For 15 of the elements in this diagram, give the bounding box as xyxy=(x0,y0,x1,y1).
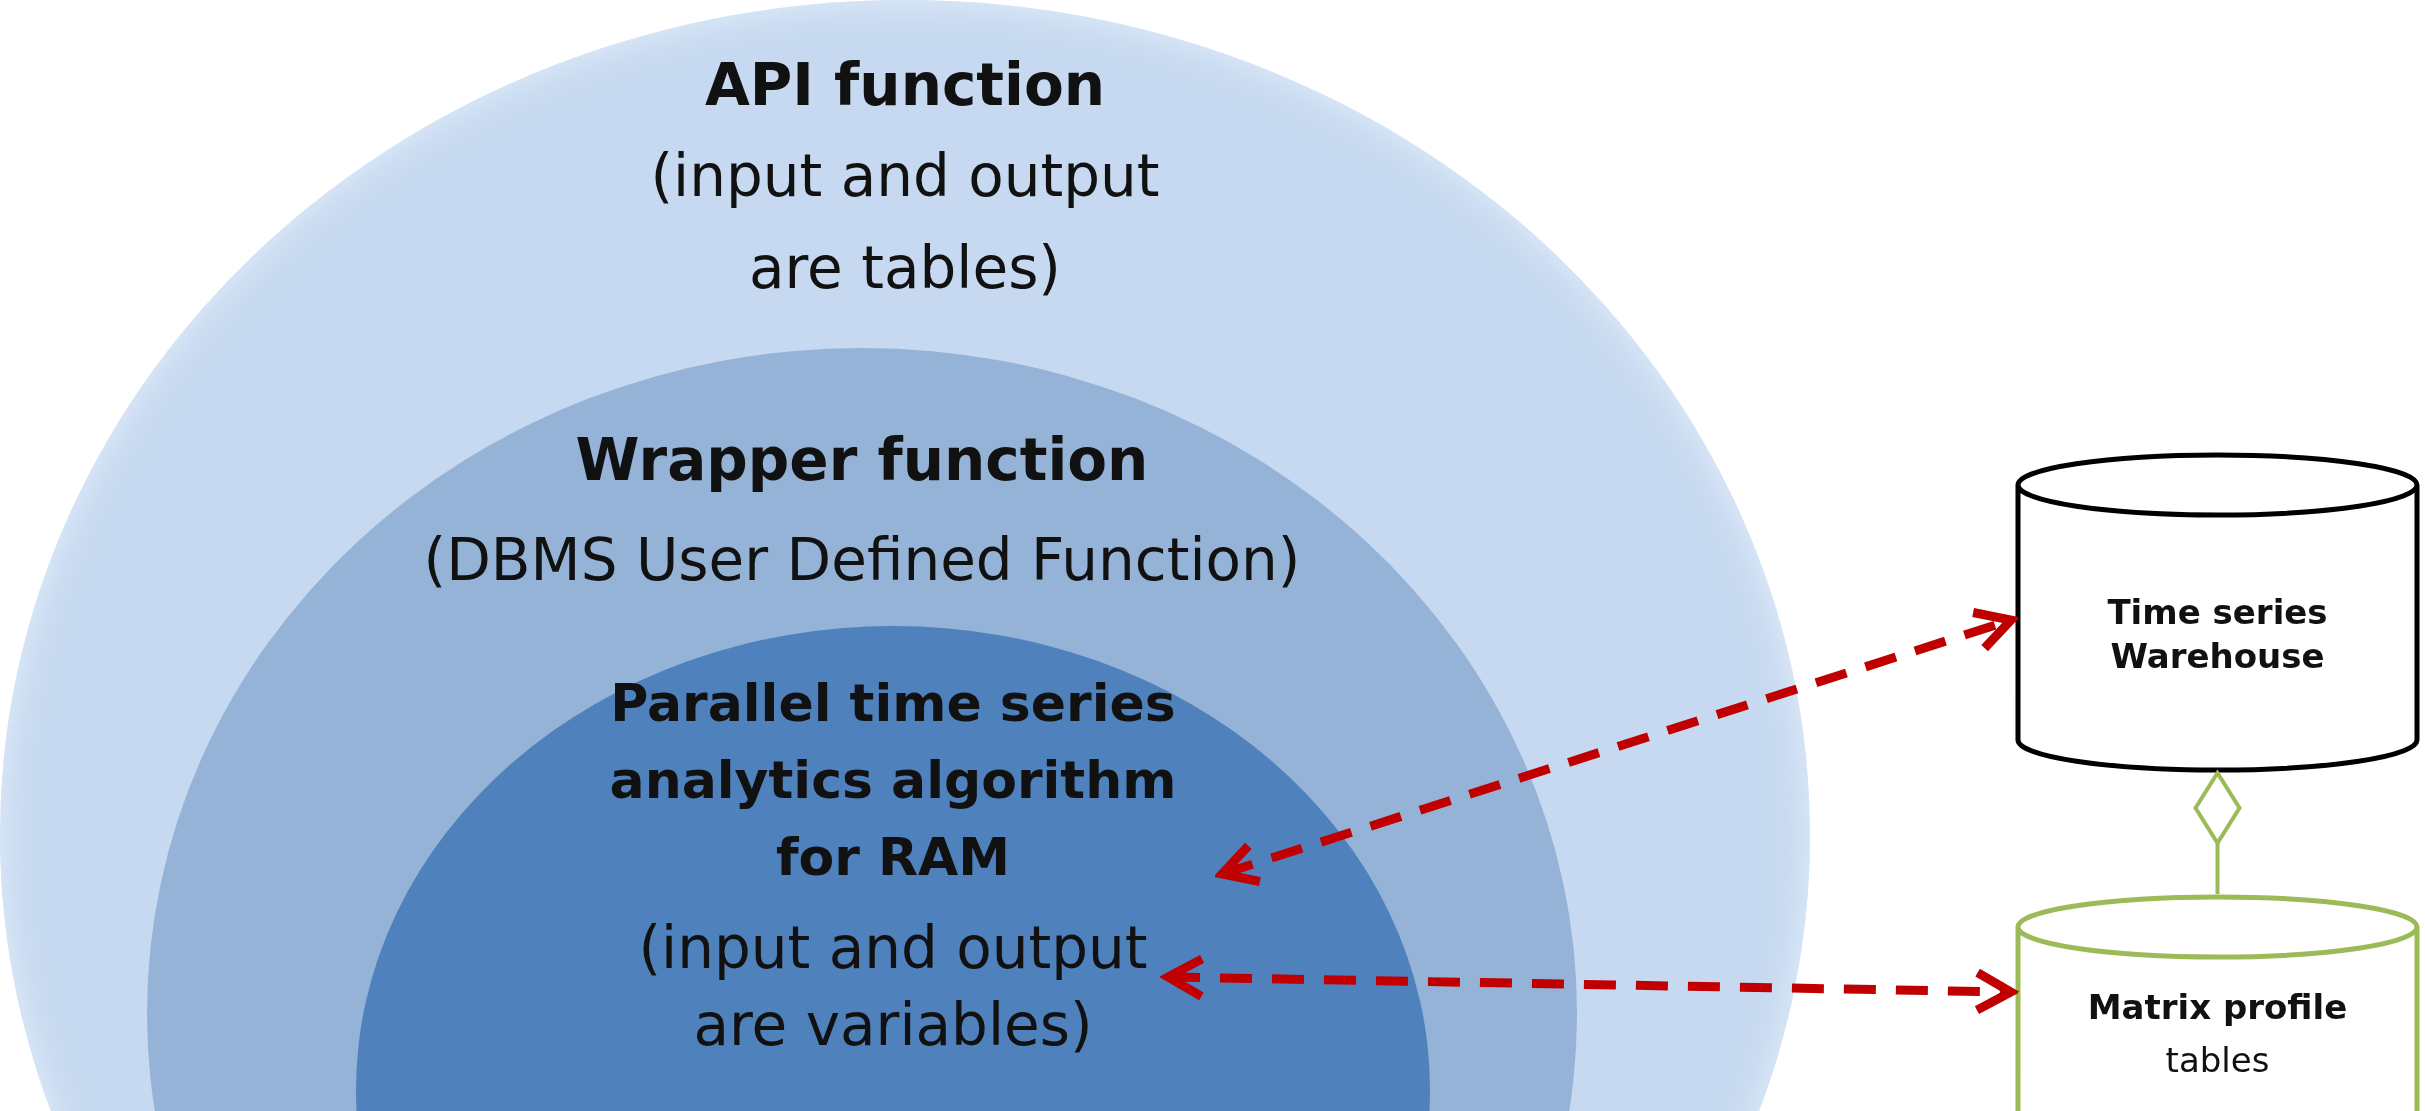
database-cylinder xyxy=(2015,452,2420,773)
connector-arrow xyxy=(1217,608,2016,886)
node-title: Time series Warehouse xyxy=(2106,591,2329,678)
node-title: API function xyxy=(703,50,1107,121)
connector-arrow xyxy=(1163,954,2016,1015)
node-description: (input and output are variables) xyxy=(637,913,1149,1061)
node-title: Matrix profile xyxy=(2086,986,2349,1029)
node-title: Wrapper function xyxy=(574,425,1150,496)
nested-ellipse xyxy=(0,0,1810,1111)
connector-arrow xyxy=(2193,769,2242,894)
database-cylinder xyxy=(2015,894,2420,1111)
node-title: Parallel time series analytics algorithm for RAM xyxy=(608,672,1178,889)
node-description: (input and output are tables) xyxy=(649,141,1161,304)
node-description: tables xyxy=(2164,1039,2271,1082)
node-description: (DBMS User Defined Function) xyxy=(422,525,1302,596)
